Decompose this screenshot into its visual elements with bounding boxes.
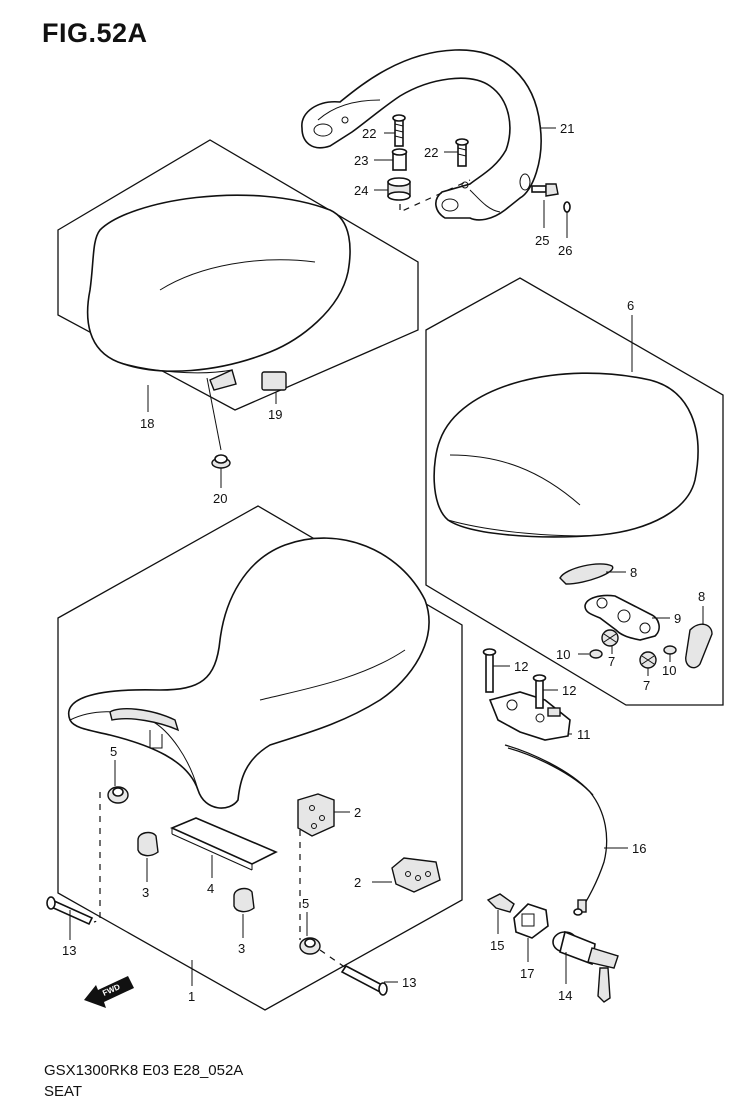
callout-15: 15	[490, 938, 504, 953]
callout-3b: 3	[238, 941, 245, 956]
panel-rear-cushion-group	[57, 139, 419, 411]
nut-7b	[639, 651, 657, 669]
bolt-13b	[340, 964, 388, 996]
forward-direction-arrow: FWD	[84, 976, 134, 1008]
callout-18: 18	[140, 416, 154, 431]
callout-1: 1	[188, 989, 195, 1004]
cushion-24	[387, 177, 411, 201]
panel-pillion-seat-group	[425, 277, 724, 706]
collar-23	[391, 148, 408, 171]
bumper-8b	[685, 623, 713, 669]
callout-20: 20	[213, 491, 227, 506]
grab-rail-handle	[301, 49, 542, 221]
callout-3a: 3	[142, 885, 149, 900]
callout-5a: 5	[110, 744, 117, 759]
washer-26	[563, 201, 571, 213]
callout-2a: 2	[354, 805, 361, 820]
washer-10b	[663, 645, 677, 655]
callout-21: 21	[560, 121, 574, 136]
pad-19	[261, 371, 287, 391]
figure-title: FIG.52A	[42, 18, 148, 48]
clip-15	[486, 893, 515, 913]
callout-9: 9	[674, 611, 681, 626]
key-cylinder-14	[552, 930, 619, 1003]
model-code-caption: GSX1300RK8 E03 E28_052A	[44, 1062, 244, 1079]
cushion-3b	[233, 887, 255, 913]
nut-7a	[601, 629, 619, 647]
callout-14: 14	[558, 988, 572, 1003]
main-seat-1	[67, 537, 430, 809]
callout-24: 24	[354, 183, 368, 198]
seat-cowl-cushion-18	[86, 194, 351, 391]
callout-2b: 2	[354, 875, 361, 890]
cushion-5a	[107, 786, 129, 804]
callout-7a: 7	[608, 654, 615, 669]
seat-lock-11	[488, 691, 571, 741]
callout-17: 17	[520, 966, 534, 981]
callout-16: 16	[632, 841, 646, 856]
cushion-5b	[299, 937, 321, 955]
callout-8b: 8	[698, 589, 705, 604]
bracket-2a	[297, 793, 335, 837]
callout-13b: 13	[402, 975, 416, 990]
callout-6: 6	[627, 298, 634, 313]
callout-7b: 7	[643, 678, 650, 693]
callout-12b: 12	[562, 683, 576, 698]
callout-10b: 10	[662, 663, 676, 678]
callout-23: 23	[354, 153, 368, 168]
cable-16	[504, 744, 608, 916]
callout-8a: 8	[630, 565, 637, 580]
callout-19: 19	[268, 407, 282, 422]
bolt-25	[531, 183, 559, 197]
callout-22b: 22	[424, 145, 438, 160]
callout-13a: 13	[62, 943, 76, 958]
callout-25: 25	[535, 233, 549, 248]
callout-22a: 22	[362, 126, 376, 141]
callout-11: 11	[577, 727, 591, 742]
bolt-12a	[482, 648, 497, 693]
callout-10a: 10	[556, 647, 570, 662]
pillion-seat-6	[433, 372, 699, 538]
washer-10a	[589, 649, 603, 659]
grommet-20	[211, 454, 231, 469]
section-name-caption: SEAT	[44, 1083, 83, 1100]
bolt-12b	[532, 674, 547, 709]
bracket-2b	[391, 857, 441, 893]
callout-12a: 12	[514, 659, 528, 674]
bracket-9	[584, 594, 660, 641]
callout-4: 4	[207, 881, 214, 896]
bumper-8a	[559, 563, 614, 585]
panel-main-seat-group	[57, 505, 463, 1011]
holder-17	[513, 903, 549, 939]
callout-26: 26	[558, 243, 572, 258]
leader-lines	[69, 127, 704, 986]
callout-5b: 5	[302, 896, 309, 911]
bolt-22b	[455, 138, 469, 167]
bolt-22a	[392, 114, 406, 147]
cushion-3a	[137, 831, 159, 857]
pad-4	[169, 817, 278, 871]
